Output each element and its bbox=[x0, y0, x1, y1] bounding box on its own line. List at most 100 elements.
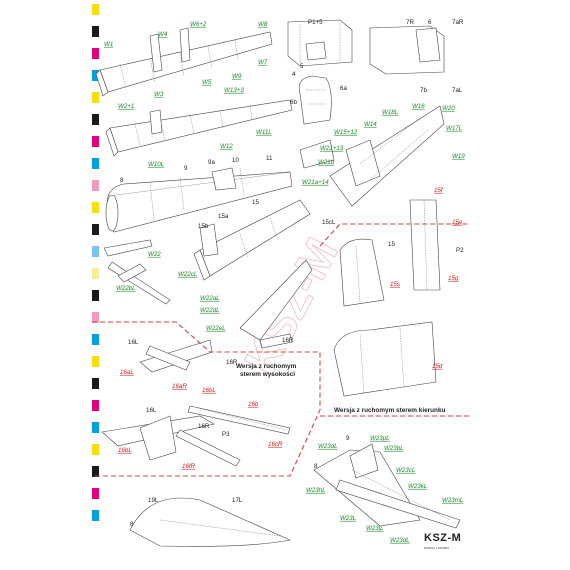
color-swatch bbox=[92, 510, 99, 521]
strut-assembly bbox=[103, 239, 171, 305]
part-label-n8b: 8 bbox=[130, 521, 134, 528]
part-label-w13-3: W13+3 bbox=[224, 87, 244, 94]
part-label-w22bl: W22bL bbox=[116, 285, 136, 292]
part-label-w22cl: W22cL bbox=[178, 271, 198, 278]
color-swatch bbox=[92, 158, 99, 169]
part-label-n15e: 15e bbox=[452, 219, 463, 226]
part-label-w11l: W11L bbox=[256, 129, 272, 136]
cockpit-parts bbox=[287, 19, 445, 125]
part-label-w17l: W17L bbox=[446, 125, 463, 132]
part-label-n17l: 17L bbox=[232, 497, 243, 504]
part-label-n11: 11 bbox=[266, 155, 273, 162]
part-label-w23ml: W23mL bbox=[442, 497, 464, 504]
part-label-n16ar: 16aR bbox=[172, 383, 187, 390]
part-label-w16: W16 bbox=[412, 103, 425, 110]
color-swatch bbox=[92, 422, 99, 433]
part-label-n19l: 19L bbox=[148, 497, 159, 504]
part-label-w23kl: W23kL bbox=[408, 483, 428, 490]
part-label-w23dl-top: W23dL bbox=[318, 443, 338, 450]
part-label-w15-12: W15+12 bbox=[334, 129, 358, 136]
part-label-n16al: 16aL bbox=[120, 369, 134, 376]
rudder-caption: Wersja z ruchomym sterem kierunku bbox=[334, 407, 446, 414]
part-label-n7al: 7aL bbox=[452, 87, 463, 94]
part-label-w23bl: W23bL bbox=[384, 445, 404, 452]
part-label-w14: W14 bbox=[364, 121, 377, 128]
part-label-n9: 9 bbox=[184, 165, 188, 172]
color-swatch bbox=[92, 356, 99, 367]
part-label-w20: W20 bbox=[442, 105, 455, 112]
part-label-n15cl: 15cL bbox=[322, 219, 336, 226]
registration-color-bar bbox=[92, 4, 99, 521]
stabilizer-assembly bbox=[101, 415, 241, 467]
part-label-w12: W12 bbox=[220, 143, 233, 150]
part-label-w6-2: W6+2 bbox=[190, 21, 207, 28]
color-swatch bbox=[92, 92, 99, 103]
wing-assembly-1 bbox=[95, 27, 273, 97]
tail-right-assembly bbox=[333, 321, 437, 397]
part-label-w4: W4 bbox=[158, 31, 168, 38]
part-label-n16fr: 16fR bbox=[182, 463, 196, 470]
part-label-n15s: 15s bbox=[390, 281, 400, 288]
part-label-n15x: 15 bbox=[388, 241, 395, 248]
part-label-w23jl: W23jL bbox=[366, 525, 384, 532]
fin-assembly bbox=[239, 259, 313, 349]
part-label-n15f: 15f bbox=[434, 187, 444, 194]
part-label-n7r: 7R bbox=[406, 19, 414, 26]
color-swatch bbox=[92, 444, 99, 455]
color-swatch bbox=[92, 202, 99, 213]
wing-17l bbox=[129, 497, 291, 547]
color-swatch bbox=[92, 466, 99, 477]
part-label-p2: P2 bbox=[456, 247, 464, 254]
rudder-area-divider bbox=[319, 223, 470, 247]
part-label-w22: W22 bbox=[148, 251, 161, 258]
rudder-assembly bbox=[339, 199, 441, 307]
elevator-assembly-1 bbox=[139, 339, 291, 435]
part-label-n4: 4 bbox=[292, 71, 296, 78]
tail-cone-assembly bbox=[193, 199, 311, 281]
elevator-caption-line2: sterem wysokości bbox=[240, 371, 295, 378]
part-label-w21a-14: W21a+14 bbox=[302, 179, 329, 186]
part-label-w23pl: W23pL bbox=[370, 435, 390, 442]
part-label-p3: P3 bbox=[222, 431, 230, 438]
color-swatch bbox=[92, 334, 99, 345]
fuselage-assembly bbox=[105, 167, 293, 233]
part-label-n16r: 16R bbox=[282, 337, 294, 344]
part-label-n15g: 15g bbox=[448, 275, 459, 282]
ksz-logo: KSZ-M bbox=[424, 532, 461, 544]
part-label-n6: 6 bbox=[428, 19, 432, 26]
watermark: KSZ-M bbox=[234, 229, 348, 382]
part-label-p1-5: P1+5 bbox=[308, 19, 323, 26]
color-swatch bbox=[92, 400, 99, 411]
part-label-w18l: W18L bbox=[382, 109, 399, 116]
part-label-w23dl: W23dL bbox=[390, 537, 410, 544]
part-label-n16b: 16b bbox=[248, 401, 259, 408]
part-label-n9b: 9 bbox=[346, 435, 350, 442]
wing-w23-assembly bbox=[313, 443, 461, 529]
part-label-w19: W19 bbox=[452, 153, 465, 160]
part-label-w21-13: W21+13 bbox=[320, 145, 344, 152]
color-swatch bbox=[92, 290, 99, 301]
part-label-w8: W8 bbox=[258, 21, 268, 28]
part-label-w3: W3 bbox=[154, 91, 164, 98]
wing-assembly-2 bbox=[105, 99, 293, 157]
part-label-w23cl: W23cL bbox=[396, 467, 416, 474]
part-label-w2-1: W2+1 bbox=[118, 103, 134, 110]
part-label-n10: 10 bbox=[232, 157, 239, 164]
color-swatch bbox=[92, 224, 99, 235]
part-label-n6a: 6a bbox=[340, 85, 347, 92]
part-label-n5: 5 bbox=[300, 63, 304, 70]
part-label-w5: W5 bbox=[202, 79, 212, 86]
part-label-n7ar: 7aR bbox=[452, 19, 464, 26]
part-label-w9: W9 bbox=[232, 73, 242, 80]
part-label-n6b: 6b bbox=[290, 99, 297, 106]
elevator-caption-line1: Wersja z ruchomym bbox=[236, 363, 297, 370]
nose-assembly bbox=[299, 105, 445, 207]
part-label-w23hl: W23hL bbox=[306, 487, 326, 494]
part-label-w22el: W22eL bbox=[206, 325, 226, 332]
color-swatch bbox=[92, 48, 99, 59]
part-label-n16r3: 16R bbox=[198, 423, 210, 430]
part-label-n15d: 15d bbox=[432, 363, 443, 370]
